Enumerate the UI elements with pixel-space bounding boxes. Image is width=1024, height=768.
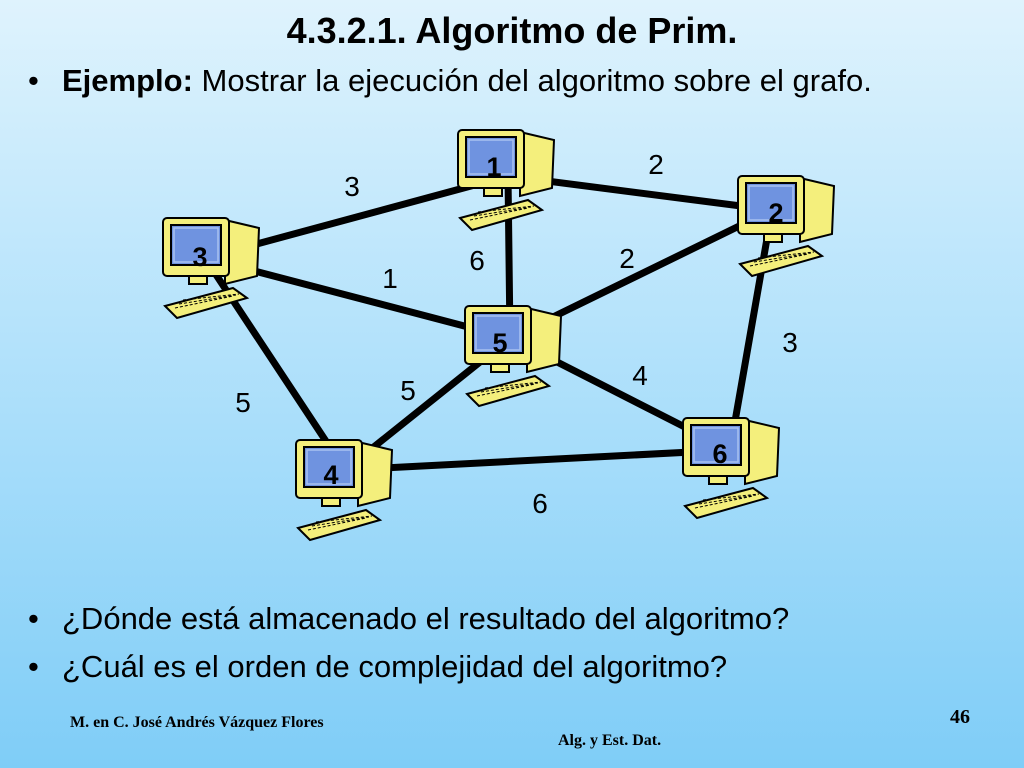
graph-nodes: 1 2 3 4 5 6 <box>162 129 836 542</box>
computer-icon-node-2 <box>737 175 836 278</box>
computer-icon-node-6 <box>682 417 781 520</box>
edge-weight-1-2: 2 <box>648 149 664 180</box>
question-2-text: ¿Cuál es el orden de complejidad del alg… <box>62 649 728 684</box>
edge-weight-2-6: 3 <box>782 327 798 358</box>
node-label-1: 1 <box>486 152 501 182</box>
footer-author: M. en C. José Andrés Vázquez Flores <box>70 714 324 731</box>
bullet-dot: • <box>28 649 39 684</box>
bullet-dot: • <box>28 63 39 98</box>
bullet-example-text: Ejemplo: Mostrar la ejecución del algori… <box>28 62 948 100</box>
graph-edge-weights: 2 3 6 1 2 3 4 5 5 6 <box>235 149 798 519</box>
page-number: 46 <box>950 706 970 728</box>
computer-icon-node-1 <box>457 129 556 232</box>
edge-weight-3-5: 1 <box>382 263 398 294</box>
footer-course: Alg. y Est. Dat. <box>558 732 662 749</box>
bullet-example: • Ejemplo: Mostrar la ejecución del algo… <box>28 62 948 100</box>
edge-weight-4-5: 5 <box>400 375 416 406</box>
edge-4-6 <box>341 446 734 474</box>
edge-weight-1-3: 3 <box>344 171 360 202</box>
node-label-2: 2 <box>768 198 783 228</box>
edge-weight-2-5: 2 <box>619 243 635 274</box>
bullet-question-1: • ¿Dónde está almacenado el resultado de… <box>28 600 988 638</box>
edge-weight-5-6: 4 <box>632 360 648 391</box>
node-label-6: 6 <box>712 439 727 469</box>
bullet-question-2: • ¿Cuál es el orden de complejidad del a… <box>28 648 988 686</box>
example-label: Ejemplo: <box>62 63 193 98</box>
question-1-text: ¿Dónde está almacenado el resultado del … <box>62 601 790 636</box>
computer-icon-node-3 <box>162 217 261 320</box>
edge-weight-3-4: 5 <box>235 387 251 418</box>
computer-icon-node-4 <box>295 439 394 542</box>
edge-weight-4-6: 6 <box>532 488 548 519</box>
example-text: Mostrar la ejecución del algoritmo sobre… <box>201 63 872 98</box>
node-label-4: 4 <box>323 460 338 490</box>
node-label-3: 3 <box>192 242 207 272</box>
slide-title: 4.3.2.1. Algoritmo de Prim. <box>286 10 738 51</box>
bullet-dot: • <box>28 601 39 636</box>
edge-2-6 <box>726 206 776 454</box>
computer-icon-node-5 <box>464 305 563 408</box>
edge-weight-1-5: 6 <box>469 245 485 276</box>
node-label-5: 5 <box>492 328 507 358</box>
